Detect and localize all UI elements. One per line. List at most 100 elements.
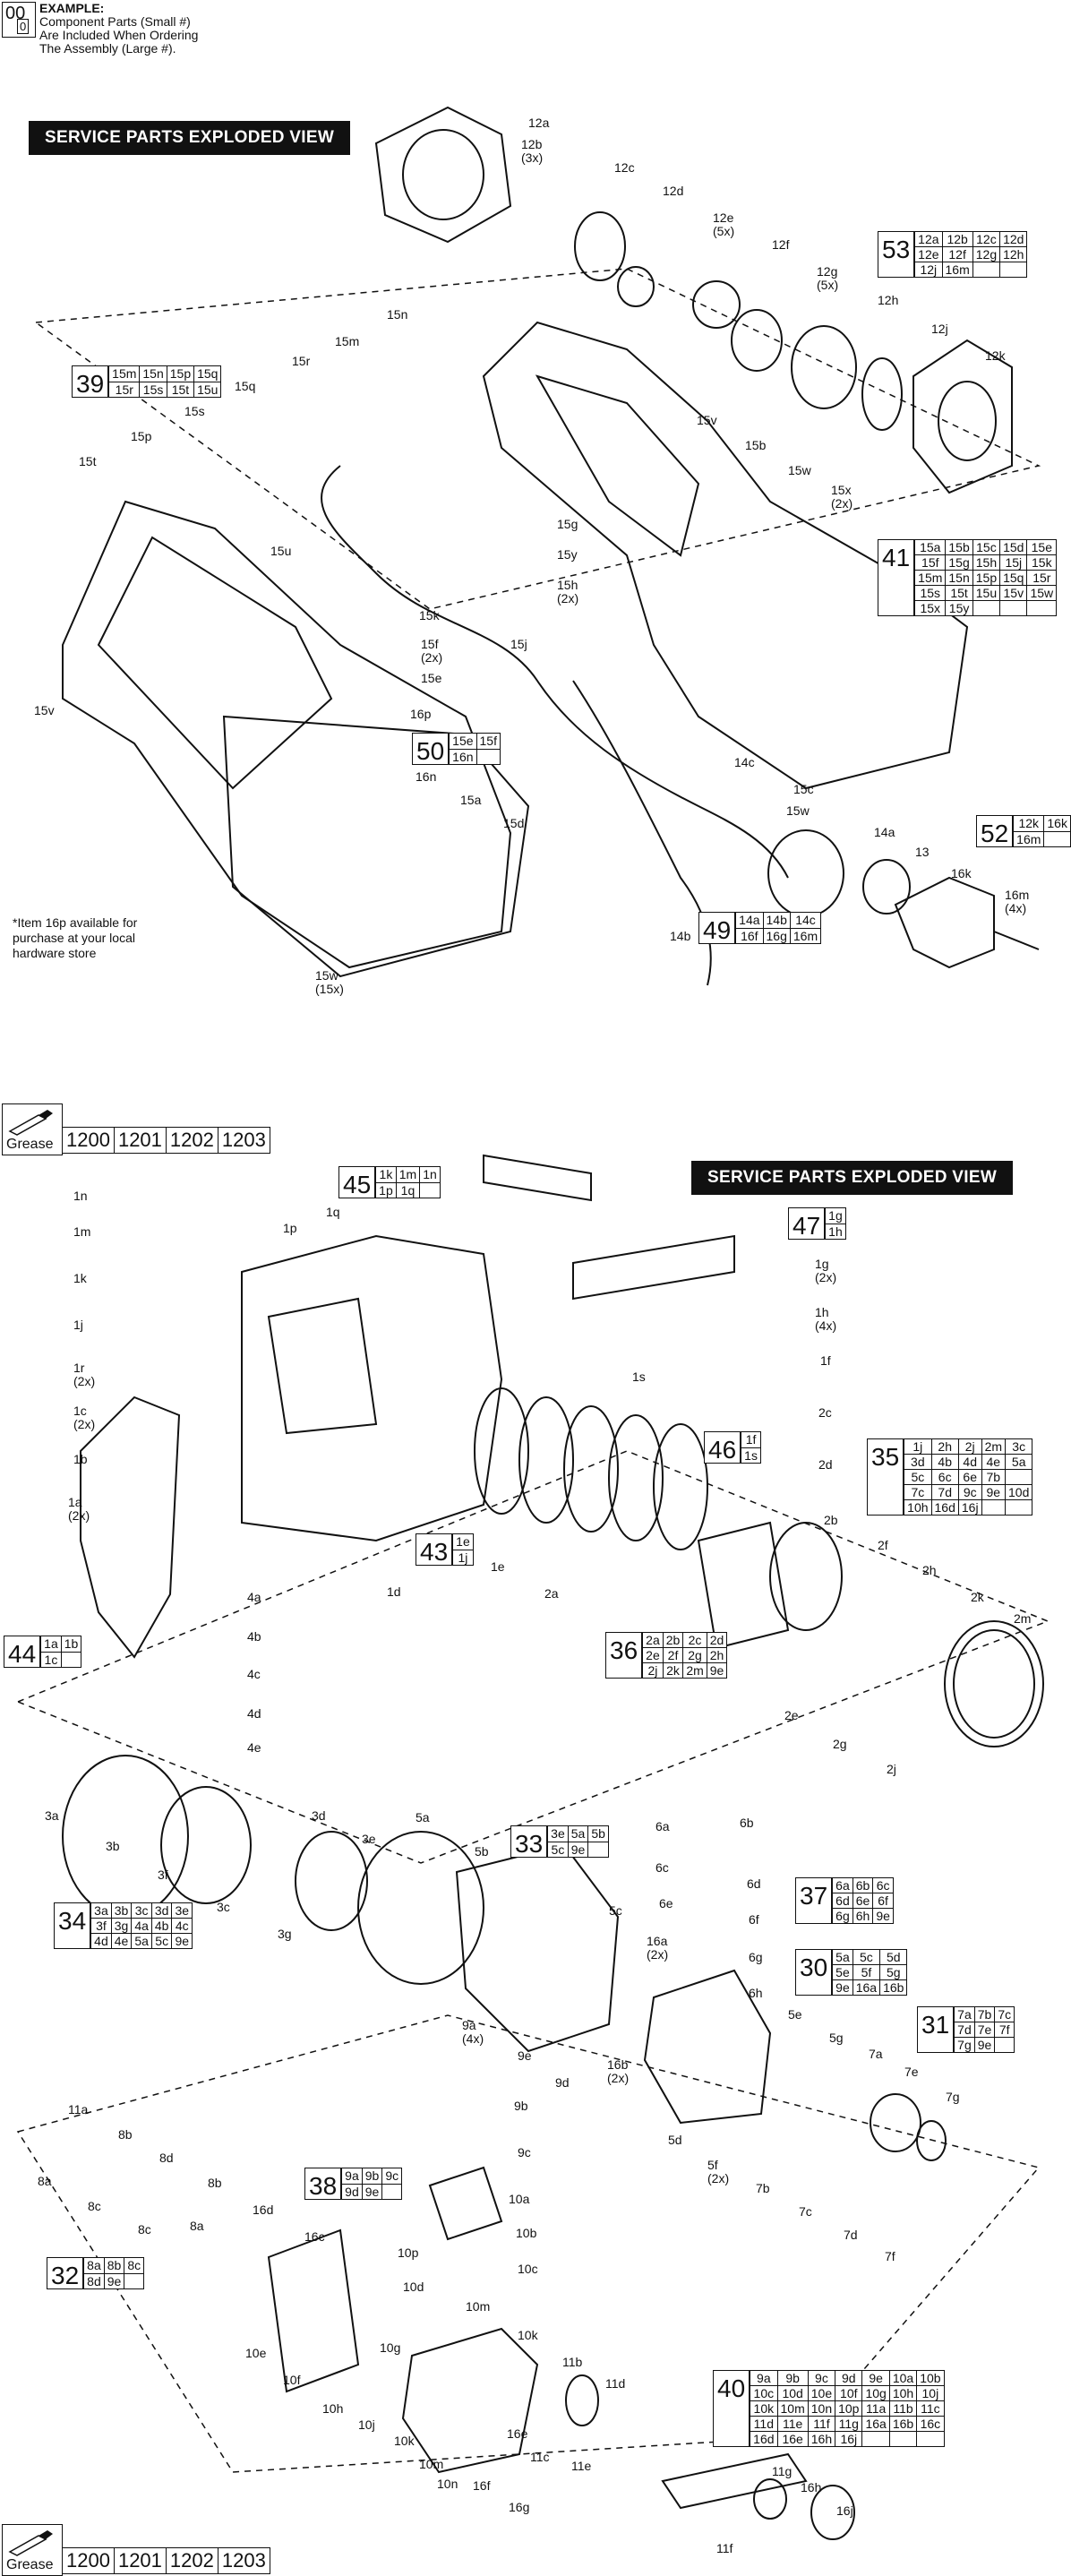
part-label: 15e bbox=[421, 671, 442, 685]
kit-component: 7b bbox=[981, 1469, 1007, 1485]
part-label: 1q bbox=[326, 1205, 340, 1219]
part-label: 16g bbox=[509, 2500, 530, 2514]
part-label: 1s bbox=[632, 1370, 646, 1384]
part-label: 4d bbox=[247, 1706, 261, 1721]
part-label: 2k bbox=[971, 1590, 984, 1604]
kit-component: 15s bbox=[139, 381, 167, 398]
part-label: 8a bbox=[190, 2219, 204, 2233]
kit-component: 1h bbox=[825, 1223, 846, 1240]
example-line-2: Are Included When Ordering bbox=[39, 28, 199, 42]
kit-component: 15p bbox=[166, 365, 195, 382]
kit-component: 8d bbox=[83, 2272, 105, 2289]
kit-component: 16d bbox=[750, 2431, 778, 2447]
part-label: 10p bbox=[398, 2245, 419, 2260]
part-label: 10j bbox=[358, 2417, 375, 2432]
kit-number: 31 bbox=[917, 2006, 955, 2053]
kit-component bbox=[999, 262, 1028, 278]
kit-component: 16a bbox=[852, 1979, 881, 1996]
kit-component: 2k bbox=[662, 1662, 684, 1679]
part-label: 15d bbox=[503, 816, 525, 830]
kit-component: 15n bbox=[139, 365, 167, 382]
part-label: 10b bbox=[516, 2226, 537, 2240]
kit-component: 16f bbox=[735, 927, 764, 944]
kit-component: 15u bbox=[193, 381, 222, 398]
kit-component: 5a bbox=[131, 1933, 152, 1949]
kit-component: 4d bbox=[90, 1933, 112, 1949]
part-label: 10k bbox=[394, 2434, 415, 2448]
part-label: 13 bbox=[915, 845, 930, 859]
part-label: 15j bbox=[510, 637, 527, 651]
part-label: 2d bbox=[818, 1457, 833, 1472]
kit-component: 15m bbox=[108, 365, 141, 382]
kit-component: 5c bbox=[852, 1949, 881, 1965]
kit-component: 7g bbox=[954, 2037, 975, 2053]
kit-component: 7d bbox=[954, 2022, 975, 2038]
kit-component: 15f bbox=[476, 733, 501, 750]
kit-component: 5e bbox=[832, 1964, 853, 1980]
part-label: 12c bbox=[614, 160, 635, 175]
kit-component: 15e bbox=[449, 733, 477, 750]
kit-component: 1q bbox=[395, 1181, 421, 1198]
kit-component: 3e bbox=[171, 1902, 193, 1919]
kit-component: 9b bbox=[361, 2168, 383, 2185]
part-label: 6b bbox=[740, 1816, 754, 1830]
kit-component: 10b bbox=[916, 2370, 945, 2386]
part-label: 10d bbox=[403, 2280, 424, 2294]
kit-component: 3c bbox=[1005, 1438, 1033, 1455]
part-label: 6f bbox=[749, 1912, 759, 1927]
kit-component: 1f bbox=[741, 1431, 761, 1448]
kit-component: 9d bbox=[835, 2370, 863, 2386]
kit-component: 6e bbox=[957, 1469, 982, 1485]
kit-number: 53 bbox=[878, 231, 915, 278]
part-label: 10n bbox=[437, 2477, 458, 2491]
kit-component: 2f bbox=[662, 1647, 684, 1663]
kit-component: 2g bbox=[682, 1647, 707, 1663]
kit-component: 4b bbox=[150, 1918, 173, 1934]
kit-component: 2j bbox=[957, 1438, 982, 1455]
kit-component: 1p bbox=[375, 1181, 397, 1198]
part-label: 7e bbox=[904, 2065, 919, 2079]
grease-word: Grease bbox=[6, 2557, 54, 2572]
kit-component: 12g bbox=[972, 246, 1001, 262]
kit-component: 10j bbox=[916, 2385, 945, 2401]
part-label: 6h bbox=[749, 1986, 763, 2000]
kit-component: 9d bbox=[341, 2183, 363, 2200]
kit-component: 3d bbox=[150, 1902, 173, 1919]
kit-component: 14b bbox=[762, 912, 791, 929]
part-label: 1f bbox=[820, 1353, 831, 1368]
kit-component: 15k bbox=[1026, 554, 1058, 571]
kit-component: 6c bbox=[930, 1469, 959, 1485]
kit-component: 11b bbox=[888, 2400, 918, 2417]
part-label: 10a bbox=[509, 2192, 530, 2206]
example-title: EXAMPLE: bbox=[39, 1, 105, 15]
kit-component: 10d bbox=[1005, 1484, 1033, 1500]
part-label: 2h bbox=[922, 1563, 937, 1577]
kit-component: 4c bbox=[171, 1918, 193, 1934]
part-label: 3e bbox=[362, 1832, 376, 1846]
kit-number: 35 bbox=[867, 1438, 904, 1516]
kit-component: 4b bbox=[930, 1454, 959, 1470]
kit-component: 16a bbox=[861, 2416, 890, 2432]
kit-component: 11a bbox=[861, 2400, 890, 2417]
kit-component bbox=[1043, 830, 1071, 847]
kit-component: 12a bbox=[914, 231, 943, 247]
part-label: 1d bbox=[387, 1584, 401, 1599]
part-label: 7d bbox=[844, 2228, 858, 2242]
kit-component: 9e bbox=[973, 2037, 996, 2053]
kit-component bbox=[587, 1841, 609, 1858]
